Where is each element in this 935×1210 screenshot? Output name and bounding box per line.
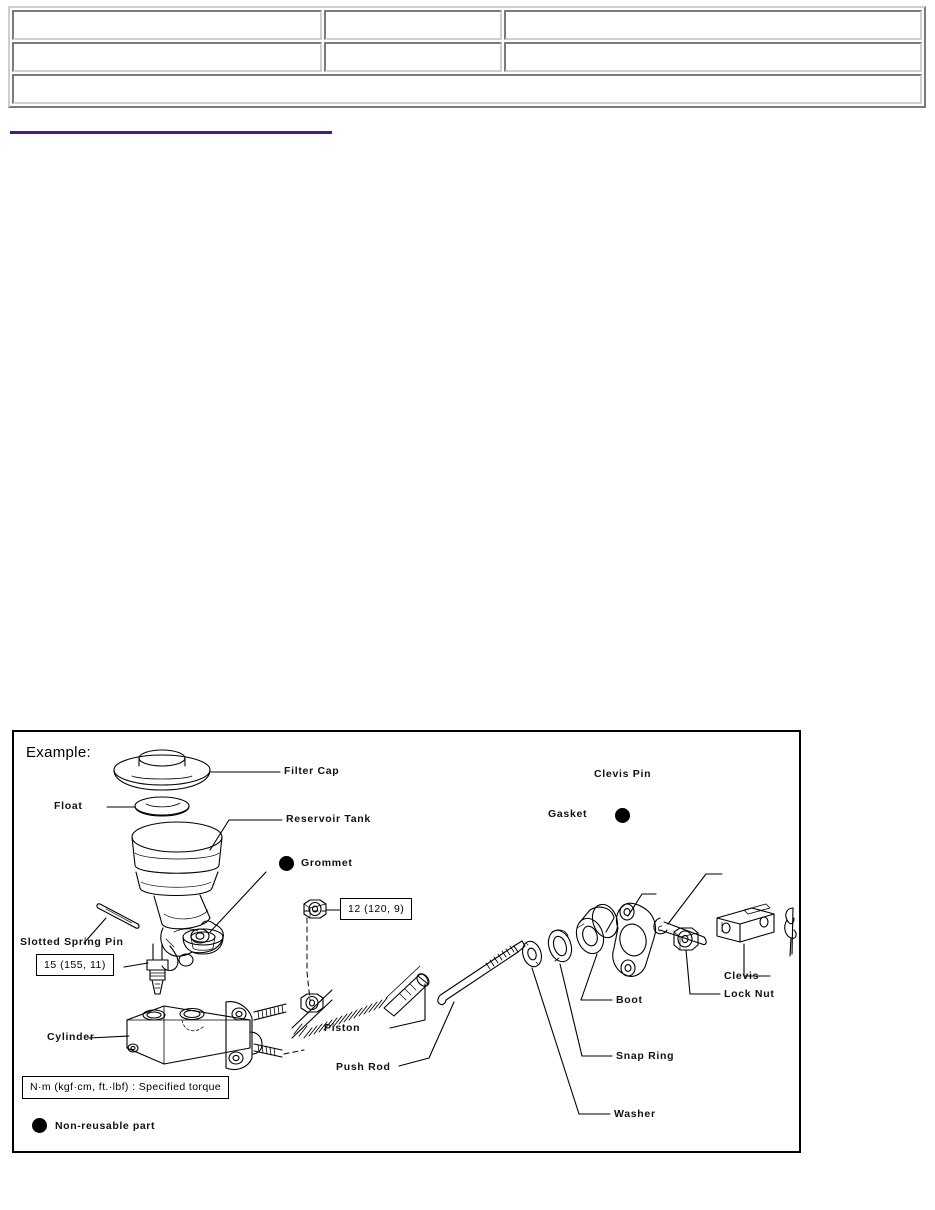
union-bolt-leader [123, 962, 149, 968]
label-float: Float [54, 800, 83, 812]
torque-box-union-bolt: 15 (155, 11) [36, 954, 114, 976]
clevis-pin-leader [667, 873, 723, 925]
spring-clip-art [784, 907, 797, 957]
label-piston: Piston [324, 1022, 361, 1034]
label-washer: Washer [614, 1108, 656, 1120]
legend-torque-note: N·m (kgf·cm, ft.·lbf) : Specified torque [22, 1076, 230, 1099]
hyperlink-underline[interactable] [10, 131, 332, 134]
boot-leader [580, 953, 613, 1001]
cylinder-body-art [126, 1001, 287, 1071]
gasket-plate-art [612, 902, 657, 977]
exploded-view-artwork [83, 749, 797, 1115]
cylinder-axis-dashed [283, 1049, 305, 1055]
label-lock-nut: Lock Nut [724, 988, 775, 1000]
label-snap-ring: Snap Ring [616, 1050, 675, 1062]
label-push-rod: Push Rod [336, 1061, 391, 1073]
washer-art [521, 940, 543, 968]
spec-table-body [12, 10, 922, 104]
table-cell[interactable] [324, 42, 502, 72]
grommet-seal [182, 928, 224, 955]
float-art [134, 796, 190, 817]
piston-leader [389, 983, 426, 1029]
clevis-art [716, 903, 775, 943]
clevis-leader [743, 943, 771, 977]
reservoir-tank-leader [209, 819, 283, 851]
figure-title: Example: [26, 744, 91, 761]
table-cell[interactable] [504, 10, 922, 40]
table-cell[interactable] [12, 42, 322, 72]
label-boot: Boot [616, 994, 643, 1006]
push-rod-leader [398, 1001, 455, 1067]
piston-art [291, 965, 430, 1039]
slotted-spring-pin-leader [83, 917, 107, 944]
label-filter-cap: Filter Cap [284, 765, 340, 777]
snap-ring-leader [559, 963, 613, 1057]
snap-ring-art [547, 929, 573, 963]
label-gasket: Gasket [548, 808, 588, 820]
reservoir-tank-art [131, 821, 224, 972]
legend-non-reusable: Non-reusable part [32, 1118, 155, 1133]
torque-box-grommet-fitting: 12 (120, 9) [340, 898, 413, 920]
label-clevis: Clevis [724, 970, 760, 982]
table-cell[interactable] [12, 10, 322, 40]
table-cell[interactable] [324, 10, 502, 40]
label-reservoir-tank: Reservoir Tank [286, 813, 371, 825]
lock-nut-leader [685, 949, 721, 995]
table-cell-full-width[interactable] [12, 74, 922, 104]
legend-non-reusable-label: Non-reusable part [55, 1119, 156, 1132]
grommet-nonreusable-dot [279, 856, 294, 871]
lock-nut-art [673, 927, 699, 951]
union-bolt-art [146, 943, 169, 995]
spec-table [8, 6, 926, 108]
label-slotted-spring-pin: Slotted Spring Pin [20, 936, 124, 948]
slotted-spring-pin-art [96, 903, 140, 929]
cylinder-leader [88, 1035, 130, 1039]
non-reusable-dot-icon [32, 1118, 47, 1133]
gasket-leader [627, 893, 657, 917]
grommet-leader [209, 871, 267, 933]
fitting-axis-dashed [303, 910, 327, 1001]
fitting-nut-art [303, 899, 327, 919]
label-clevis-pin: Clevis Pin [594, 768, 652, 780]
table-row [12, 74, 922, 104]
table-cell[interactable] [504, 42, 922, 72]
label-cylinder: Cylinder [47, 1031, 95, 1043]
filter-cap-art [113, 749, 211, 791]
label-grommet: Grommet [301, 857, 353, 869]
push-rod-art [437, 940, 526, 1006]
table-row [12, 10, 922, 40]
gasket-nonreusable-dot [615, 808, 630, 823]
table-row [12, 42, 922, 72]
boot-art [575, 903, 619, 955]
washer-leader [531, 967, 611, 1115]
